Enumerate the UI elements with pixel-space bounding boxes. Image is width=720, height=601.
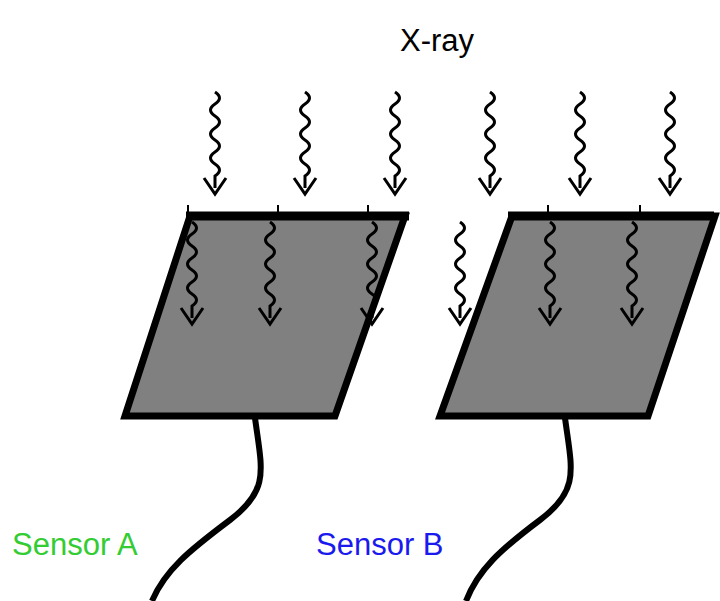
sensor-top-edge bbox=[508, 212, 714, 221]
radiation-label: X-ray bbox=[400, 24, 474, 58]
sensor-top-edge bbox=[186, 212, 409, 221]
sensor-cable bbox=[466, 418, 571, 601]
sensor-label: Sensor B bbox=[316, 528, 444, 562]
sensor-plate bbox=[125, 216, 405, 416]
xray-wave bbox=[204, 92, 681, 194]
sensor-plate bbox=[440, 216, 715, 416]
sensor-label: Sensor A bbox=[12, 528, 138, 562]
xray-wave bbox=[181, 222, 643, 324]
entry-tick bbox=[188, 205, 640, 214]
sensor-cable bbox=[152, 418, 261, 601]
